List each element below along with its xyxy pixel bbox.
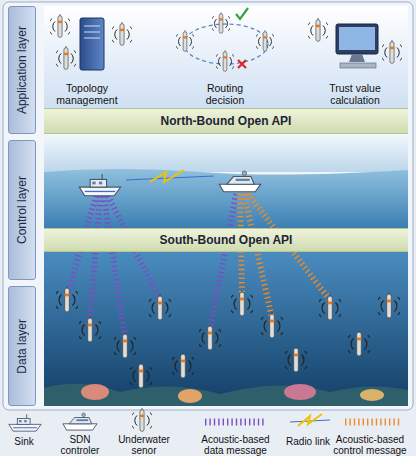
acoustic-data-message bbox=[210, 194, 236, 330]
sensor bbox=[214, 50, 235, 71]
layer-tab: Control layer bbox=[8, 140, 36, 280]
check-mark bbox=[236, 8, 248, 19]
sensor bbox=[54, 286, 80, 312]
api-label: North-Bound Open API bbox=[161, 114, 292, 128]
sensor bbox=[48, 14, 72, 37]
api-band: North-Bound Open API bbox=[44, 108, 408, 134]
legend-label: Sink bbox=[14, 436, 33, 447]
routing-icon bbox=[174, 8, 275, 71]
acoustic-control-messages bbox=[240, 194, 330, 318]
legend-entry: Acoustic-based data message bbox=[193, 434, 278, 456]
coral bbox=[81, 384, 109, 400]
topology-icon bbox=[48, 14, 134, 70]
server-slot bbox=[84, 26, 100, 27]
sink-boat bbox=[79, 174, 120, 196]
sensor bbox=[376, 292, 402, 318]
sensor bbox=[170, 352, 196, 378]
sensor bbox=[112, 332, 138, 358]
layer-label: Data layer bbox=[15, 319, 29, 374]
keyboard bbox=[340, 63, 376, 68]
sensor bbox=[259, 312, 285, 338]
sensor bbox=[77, 316, 103, 342]
sensor-sample bbox=[130, 408, 154, 431]
sdn-controller-boat bbox=[219, 171, 260, 192]
sdn-controller-sample bbox=[63, 413, 97, 430]
radio-bolt bbox=[150, 170, 184, 182]
monitor bbox=[336, 24, 378, 54]
sensor bbox=[283, 346, 309, 372]
sensor bbox=[174, 30, 195, 51]
coral bbox=[178, 389, 202, 403]
sensor bbox=[317, 294, 343, 320]
legend-label: Radio link bbox=[286, 436, 330, 447]
seabed-floor bbox=[44, 384, 408, 406]
sensor bbox=[110, 22, 134, 45]
legend-samples bbox=[9, 408, 400, 431]
server bbox=[80, 18, 104, 70]
radio-bolt-sample bbox=[298, 414, 322, 426]
layer-tab: Application layer bbox=[8, 6, 36, 134]
layer-label: Control layer bbox=[15, 176, 29, 244]
legend-label: Acoustic-based data message bbox=[201, 434, 269, 456]
sensor bbox=[210, 12, 231, 33]
legend-entry: Underwater senor bbox=[114, 434, 174, 456]
function-caption: Topology management bbox=[45, 82, 129, 106]
trust-icon bbox=[306, 18, 404, 68]
sensor bbox=[54, 46, 78, 69]
screen bbox=[339, 27, 375, 50]
sensor-field bbox=[54, 286, 402, 388]
acoustic-control-sample bbox=[345, 419, 400, 426]
sensor bbox=[197, 324, 223, 350]
legend-entry: SDN controler bbox=[55, 434, 105, 456]
seabed bbox=[44, 384, 408, 406]
sky bbox=[44, 134, 408, 172]
sink-sample bbox=[9, 414, 41, 431]
monitor-stand bbox=[349, 54, 365, 62]
layer-tab: Data layer bbox=[8, 286, 36, 406]
sensor bbox=[147, 294, 173, 320]
legend-entry: Radio link bbox=[283, 436, 333, 447]
api-label: South-Bound Open API bbox=[160, 233, 293, 247]
function-caption: Trust value calculation bbox=[320, 82, 390, 106]
server-slot bbox=[84, 38, 100, 39]
acoustic-data-messages bbox=[68, 194, 236, 338]
sensor bbox=[128, 362, 154, 388]
acoustic-data-sample bbox=[205, 419, 265, 426]
cross-mark bbox=[238, 60, 246, 68]
function-caption: Routing decision bbox=[195, 82, 255, 106]
acoustic-data-message bbox=[104, 196, 125, 338]
sensor bbox=[254, 30, 275, 51]
underwater bbox=[44, 252, 408, 406]
legend-label: Acoustic-based control message bbox=[333, 434, 406, 456]
application-area bbox=[44, 6, 408, 108]
api-band: South-Bound Open API bbox=[44, 228, 408, 252]
coral bbox=[284, 384, 316, 400]
sensor bbox=[229, 290, 255, 316]
sensor bbox=[380, 40, 404, 63]
outer-frame bbox=[3, 2, 413, 410]
legend-label: Underwater senor bbox=[118, 434, 170, 456]
legend-entry: Sink bbox=[6, 436, 42, 447]
layer-label: Application layer bbox=[15, 26, 29, 114]
acoustic-data-message bbox=[90, 196, 100, 322]
legend-entry: Acoustic-based control message bbox=[330, 434, 410, 456]
sensor bbox=[346, 330, 372, 356]
legend-label: SDN controler bbox=[61, 434, 100, 456]
sensor bbox=[306, 18, 330, 41]
server-slot bbox=[84, 32, 100, 33]
coral bbox=[360, 389, 384, 401]
radio-link bbox=[126, 170, 214, 182]
